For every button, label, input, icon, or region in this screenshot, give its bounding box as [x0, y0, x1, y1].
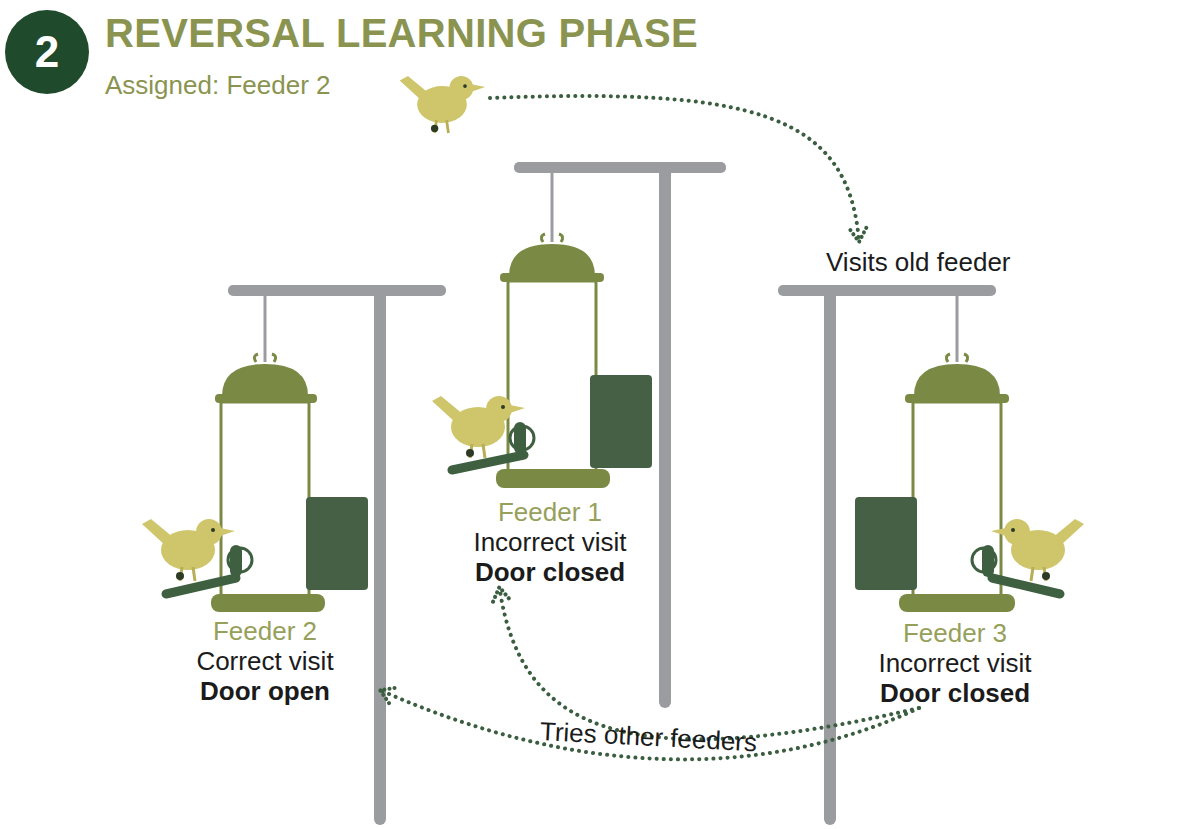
feeder-caption: Feeder 1Incorrect visitDoor closed: [440, 497, 660, 587]
assigned-label: Assigned: Feeder 2: [105, 70, 330, 101]
feeder-node: Feeder 1Incorrect visitDoor closed: [440, 235, 660, 587]
step-number-circle: 2: [5, 10, 89, 94]
arrow-label: Visits old feeder: [826, 247, 1011, 278]
feeder-caption: Feeder 3Incorrect visitDoor closed: [835, 618, 1075, 708]
arrow-head: [850, 228, 867, 242]
visit-result: Correct visit: [150, 646, 380, 676]
diagram-title: REVERSAL LEARNING PHASE: [105, 11, 698, 56]
arrow-head: [493, 587, 510, 602]
arrow-label: Tries other feeders: [539, 716, 758, 758]
feeder-name: Feeder 3: [835, 618, 1075, 648]
feeder-name: Feeder 2: [150, 616, 380, 646]
door-state: Door closed: [440, 557, 660, 587]
visit-result: Incorrect visit: [835, 648, 1075, 678]
feeder-stand: [142, 285, 446, 825]
feeder-stand: [778, 285, 1084, 825]
step-number: 2: [35, 27, 59, 77]
feeder-name: Feeder 1: [440, 497, 660, 527]
feeder-node: Feeder 2Correct visitDoor open: [150, 350, 380, 706]
door-state: Door closed: [835, 678, 1075, 708]
door-state: Door open: [150, 676, 380, 706]
feeder-caption: Feeder 2Correct visitDoor open: [150, 616, 380, 706]
dotted-arrow: [490, 96, 866, 242]
visit-result: Incorrect visit: [440, 527, 660, 557]
feeder-node: Feeder 3Incorrect visitDoor closed: [835, 242, 1075, 708]
feeder-stand: [432, 162, 726, 708]
dotted-arrow: [380, 688, 919, 759]
bird: [400, 76, 486, 133]
assigned-bird-group: Assigned: Feeder 2: [100, 62, 490, 134]
arrow-head: [380, 688, 396, 703]
